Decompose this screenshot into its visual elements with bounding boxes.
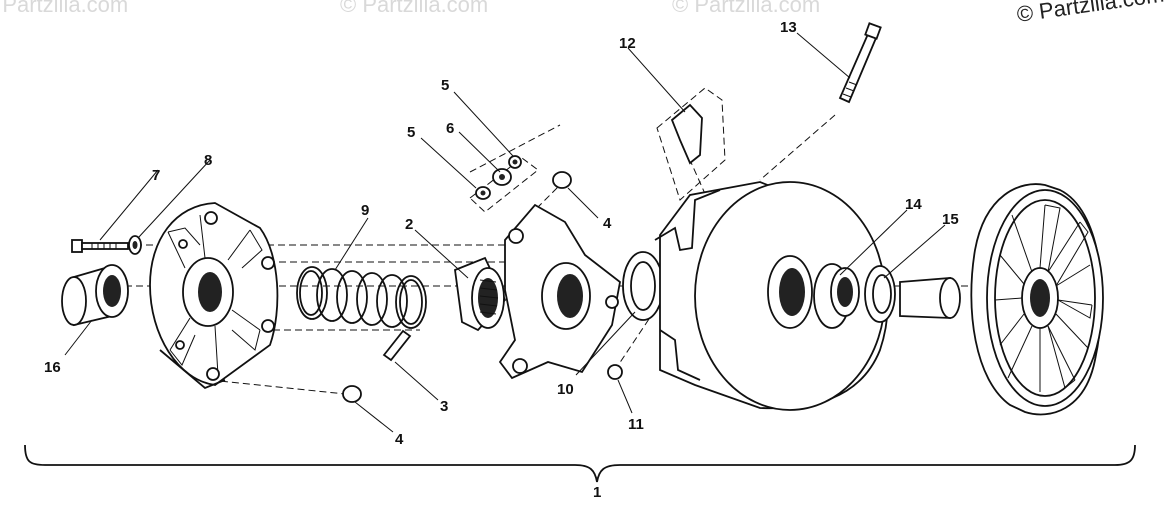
callout-16: 16 xyxy=(44,359,61,376)
callout-2: 2 xyxy=(405,216,413,233)
cover-plate xyxy=(149,202,279,390)
watermark: © Partzilla.com xyxy=(1015,0,1165,27)
bolt-13 xyxy=(838,22,882,104)
watermark: © Partzilla.com xyxy=(672,0,820,17)
callout-9: 9 xyxy=(361,202,369,219)
ring-10 xyxy=(622,251,664,321)
washer-bushing-group-5-6 xyxy=(469,155,539,213)
roller-4-upper xyxy=(552,171,572,189)
callout-5: 5 xyxy=(441,77,449,94)
callout-4: 4 xyxy=(395,431,404,448)
spider xyxy=(498,203,621,380)
callout-10: 10 xyxy=(557,381,574,398)
assembly-brace xyxy=(24,444,1136,483)
fixed-sheave xyxy=(970,183,1104,416)
leader-lines xyxy=(64,32,946,433)
callout-7: 7 xyxy=(152,167,160,184)
roller-4-lower xyxy=(342,385,362,403)
weight-12 xyxy=(656,87,726,201)
watermark: © Partzilla.com xyxy=(0,0,128,17)
shaft xyxy=(899,277,961,319)
callout-6: 6 xyxy=(446,120,454,137)
callout-3: 3 xyxy=(440,398,448,415)
callout-8: 8 xyxy=(204,152,212,169)
spacer-ring-16 xyxy=(61,264,129,327)
spring-9 xyxy=(296,266,427,329)
callout-13: 13 xyxy=(780,19,797,36)
pin-3 xyxy=(382,329,412,362)
washer-15 xyxy=(864,265,896,323)
callout-14: 14 xyxy=(905,196,922,213)
callout-1: 1 xyxy=(593,484,601,501)
threaded-collar-2 xyxy=(454,256,507,332)
nut-11 xyxy=(607,364,623,380)
bolt-7 xyxy=(71,239,129,253)
bearing-14 xyxy=(813,263,860,329)
sheave-housing xyxy=(654,181,889,411)
washer-8 xyxy=(128,235,142,255)
callout-4: 4 xyxy=(603,215,612,232)
callout-11: 11 xyxy=(628,416,644,433)
callout-5: 5 xyxy=(407,124,415,141)
callout-12: 12 xyxy=(619,35,636,52)
watermark: © Partzilla.com xyxy=(340,0,488,17)
callout-15: 15 xyxy=(942,211,959,228)
